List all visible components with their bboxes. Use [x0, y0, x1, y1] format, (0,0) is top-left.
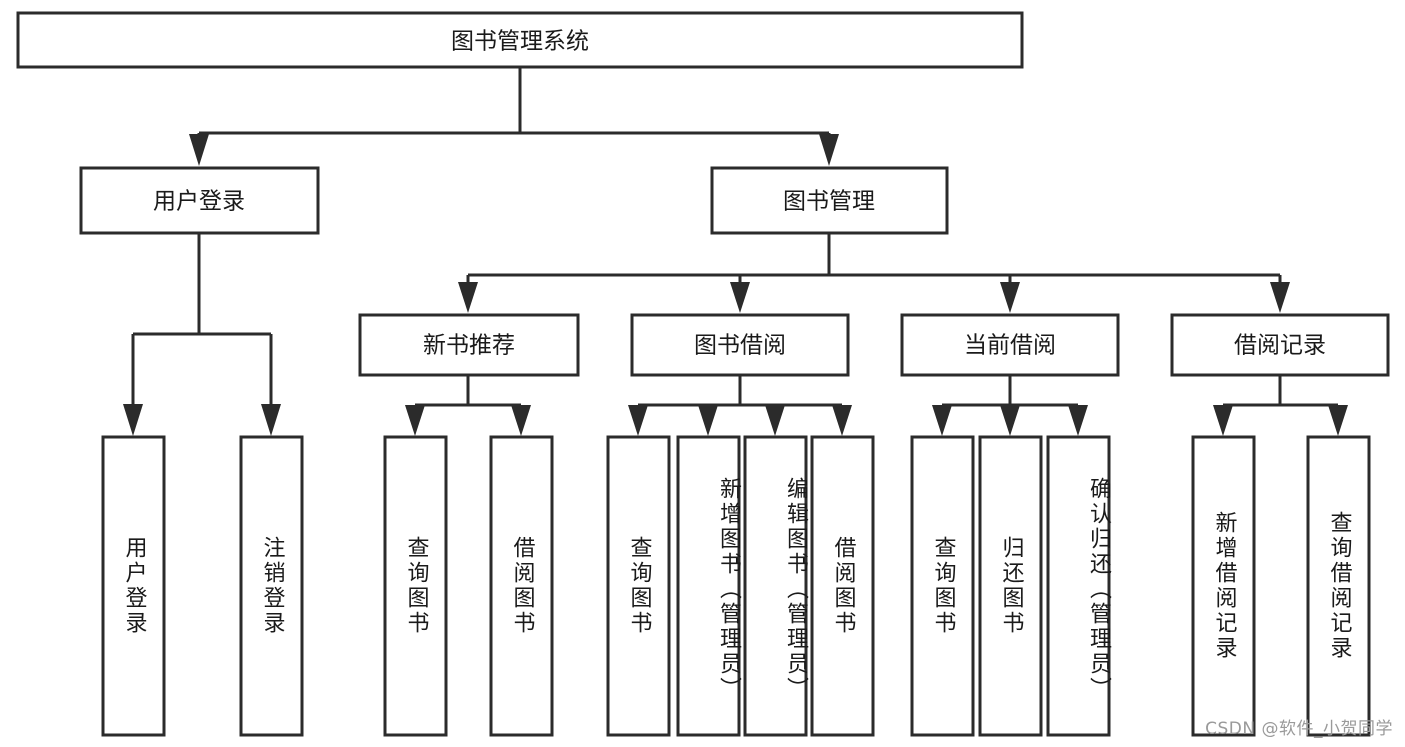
- node-book-borrow[interactable]: 图书借阅: [630, 313, 850, 377]
- node-book-borrow-label: 图书借阅: [694, 333, 786, 359]
- node-book-borrow-box[interactable]: [630, 313, 850, 377]
- csdn-watermark: CSDN @软件_小贺同学: [1205, 719, 1393, 739]
- node-borrow-record-box[interactable]: [1170, 313, 1390, 377]
- connector-group-book-borrow: [628, 375, 852, 436]
- arrow-to-new-book-recommend: [458, 282, 478, 313]
- node-user-login-label: 用户登录: [153, 189, 245, 215]
- arrow-to-leaf-borrow-book-2: [832, 405, 852, 436]
- arrow-to-book-borrow: [730, 282, 750, 313]
- arrow-to-current-borrow: [1000, 282, 1020, 313]
- leaf-query-book-2-box[interactable]: [606, 435, 671, 737]
- arrow-to-leaf-query-book-1: [405, 405, 425, 436]
- connector-group-book-management: [458, 233, 1290, 313]
- node-user-login-box[interactable]: [79, 166, 320, 235]
- node-book-management-box[interactable]: [710, 166, 949, 235]
- arrow-to-leaf-query-record: [1328, 405, 1348, 436]
- node-root[interactable]: 图书管理系统: [16, 11, 1024, 69]
- arrow-to-leaf-return-book: [1000, 405, 1020, 436]
- node-new-book-recommend[interactable]: 新书推荐: [358, 313, 580, 377]
- node-current-borrow-label: 当前借阅: [964, 333, 1056, 359]
- node-root-label: 图书管理系统: [451, 29, 589, 55]
- leaf-return-book-box[interactable]: [978, 435, 1043, 737]
- arrow-to-leaf-add-record: [1213, 405, 1233, 436]
- leaf-borrow-book-2-box[interactable]: [810, 435, 875, 737]
- node-borrow-record-label: 借阅记录: [1234, 333, 1326, 359]
- arrow-to-leaf-query-book-3: [932, 405, 952, 436]
- connector-group-root: [189, 67, 839, 166]
- arrow-to-leaf-user-login: [123, 404, 143, 436]
- node-new-book-recommend-box[interactable]: [358, 313, 580, 377]
- node-current-borrow[interactable]: 当前借阅: [900, 313, 1120, 377]
- connector-group-current-borrow: [932, 375, 1088, 436]
- node-new-book-recommend-label: 新书推荐: [423, 333, 515, 359]
- arrow-root-to-book-management: [819, 134, 839, 166]
- leaf-logout-login-box[interactable]: [239, 435, 304, 737]
- leaf-boxes: [101, 435, 1371, 737]
- leaf-add-record-box[interactable]: [1191, 435, 1256, 737]
- connector-group-user-login: [123, 233, 281, 436]
- leaf-edit-book-box[interactable]: [743, 435, 808, 737]
- connector-group-new-book-recommend: [405, 375, 531, 436]
- node-root-box[interactable]: [16, 11, 1024, 69]
- arrow-to-borrow-record: [1270, 282, 1290, 313]
- arrow-to-leaf-query-book-2: [628, 405, 648, 436]
- arrow-to-leaf-confirm-return: [1068, 405, 1088, 436]
- arrow-to-leaf-borrow-book-1: [511, 405, 531, 436]
- arrow-root-to-user-login: [189, 134, 209, 166]
- leaf-user-login-box[interactable]: [101, 435, 166, 737]
- arrow-to-leaf-add-book: [698, 405, 718, 436]
- leaf-confirm-return-box[interactable]: [1046, 435, 1111, 737]
- leaf-query-book-3-box[interactable]: [910, 435, 975, 737]
- arrow-to-leaf-logout-login: [261, 404, 281, 436]
- node-user-login[interactable]: 用户登录: [79, 166, 320, 235]
- leaf-query-book-1-box[interactable]: [383, 435, 448, 737]
- connector-group-borrow-record: [1213, 375, 1348, 436]
- leaf-borrow-book-1-box[interactable]: [489, 435, 554, 737]
- node-book-management[interactable]: 图书管理: [710, 166, 949, 235]
- node-current-borrow-box[interactable]: [900, 313, 1120, 377]
- leaf-add-book-box[interactable]: [676, 435, 741, 737]
- leaf-query-record-box[interactable]: [1306, 435, 1371, 737]
- node-book-management-label: 图书管理: [783, 189, 875, 215]
- arrow-to-leaf-edit-book: [765, 405, 785, 436]
- node-borrow-record[interactable]: 借阅记录: [1170, 313, 1390, 377]
